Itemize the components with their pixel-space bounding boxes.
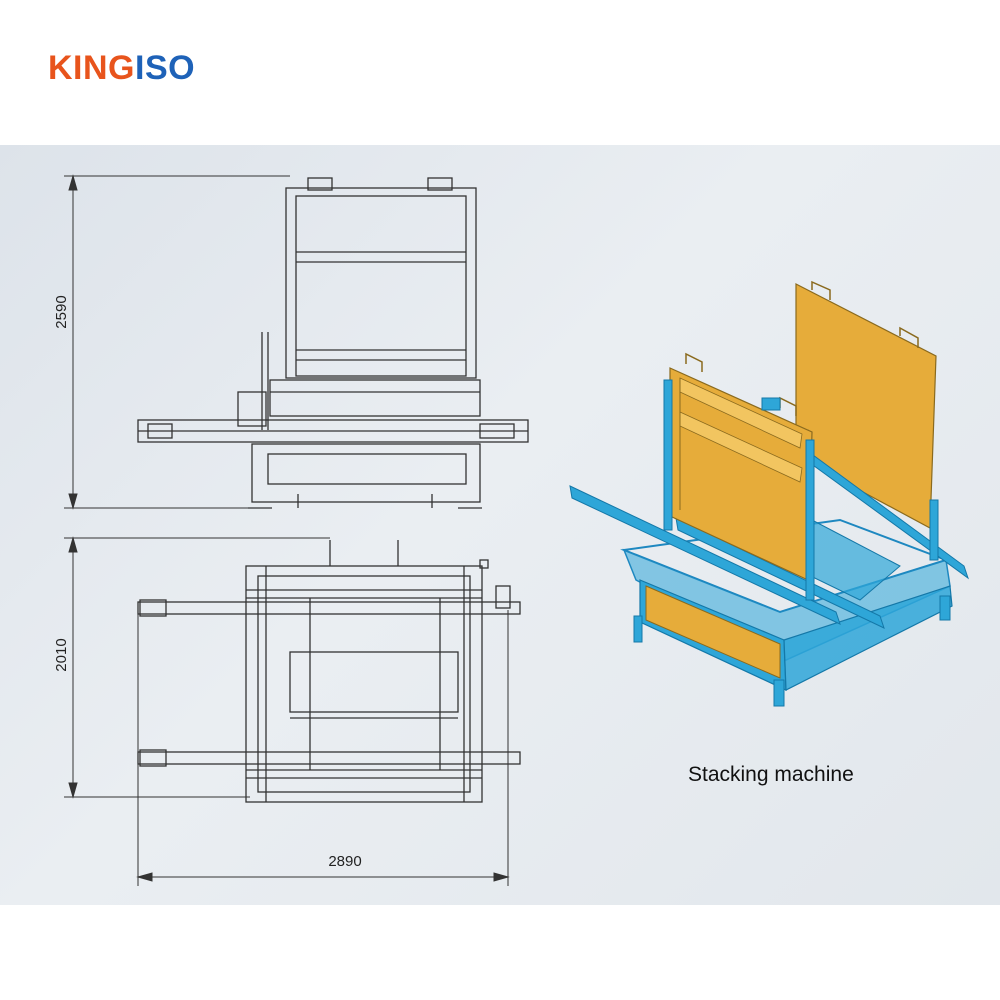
logo-part-iso: ISO: [135, 49, 196, 87]
logo-part-king: KING: [48, 49, 135, 87]
front-view: [137, 177, 529, 509]
drawing-svg: 2590: [53, 174, 969, 886]
rear-panel: [795, 283, 937, 529]
height-label: 2590: [53, 295, 70, 328]
dimension-width: 2010: [53, 536, 330, 799]
kingiso-logo: KINGISO: [48, 48, 195, 88]
technical-drawing-panel: 2590: [0, 145, 1000, 905]
dimension-length: 2890: [136, 610, 510, 886]
dimension-height: 2590: [53, 174, 290, 510]
width-label: 2010: [53, 638, 70, 671]
stacking-machine-3d-illustration: [569, 280, 969, 707]
top-view: [137, 540, 521, 803]
diagram-caption: Stacking machine: [688, 763, 854, 786]
length-label: 2890: [328, 853, 361, 870]
